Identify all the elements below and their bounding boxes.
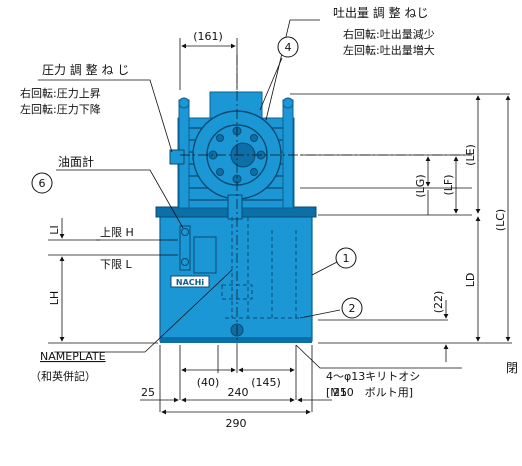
right-post bbox=[282, 99, 294, 209]
dim-161: (161) bbox=[193, 30, 223, 43]
dim-LH: LH bbox=[48, 291, 61, 305]
nameplate-label: NAMEPLATE bbox=[40, 350, 106, 363]
callout-6: 6 bbox=[31, 172, 53, 194]
brand-plate bbox=[170, 275, 210, 288]
dim-LD: LD bbox=[464, 273, 477, 288]
pressure-adjust-knob bbox=[169, 149, 185, 165]
svg-text:1: 1 bbox=[343, 252, 350, 265]
tank-base bbox=[160, 337, 312, 343]
delivery-ccw-note: 左回転:吐出量増大 bbox=[343, 43, 435, 57]
dim-22: (22) bbox=[432, 291, 445, 314]
upper-limit-label: 上限 H bbox=[100, 226, 134, 239]
bolt-spec-label: [M10 ボルト用] bbox=[326, 386, 413, 399]
hole-spec-label: 4～φ13キリトオシ bbox=[326, 370, 420, 383]
dim-240: 240 bbox=[228, 386, 249, 399]
dim-145: (145) bbox=[251, 376, 281, 389]
pressure-cw-note: 右回転:圧力上昇 bbox=[20, 86, 101, 100]
callout-2: 2 bbox=[341, 297, 363, 319]
dimension-lines bbox=[48, 38, 512, 415]
nameplate-note: （和英併記） bbox=[30, 369, 96, 383]
oil-gauge-label: 油面計 bbox=[58, 154, 94, 169]
svg-text:4: 4 bbox=[285, 41, 292, 54]
lower-limit-label: 下限 L bbox=[100, 258, 132, 271]
delivery-cw-note: 右回転:吐出量減少 bbox=[343, 27, 435, 41]
svg-text:6: 6 bbox=[39, 177, 46, 190]
dim-290: 290 bbox=[226, 417, 247, 430]
oil-level-gauge bbox=[179, 225, 191, 271]
pressure-ccw-note: 左回転:圧力下降 bbox=[20, 102, 101, 116]
dim-LF: (LF) bbox=[442, 174, 455, 195]
dim-LI: LI bbox=[48, 225, 61, 234]
cut-char: 閉 bbox=[506, 361, 518, 375]
leader-lines bbox=[38, 19, 462, 369]
nameplate bbox=[193, 236, 217, 274]
dim-25-left: 25 bbox=[141, 386, 155, 399]
callout-4: 4 bbox=[277, 36, 299, 58]
dim-LG: (LG) bbox=[414, 174, 427, 197]
unit-body: NACHi bbox=[155, 91, 317, 343]
dim-LE: (LE) bbox=[464, 144, 477, 166]
pressure-adjust-label: 圧力 調 整 ね じ bbox=[42, 62, 129, 77]
dim-LC: (LC) bbox=[494, 209, 507, 231]
delivery-adjust-label: 吐出量 調 整 ねじ bbox=[333, 5, 428, 20]
dim-25-right: 25 bbox=[333, 386, 347, 399]
svg-text:2: 2 bbox=[349, 302, 356, 315]
dim-40: (40) bbox=[197, 376, 220, 389]
brand-label: NACHi bbox=[176, 278, 204, 287]
callout-1: 1 bbox=[335, 247, 357, 269]
